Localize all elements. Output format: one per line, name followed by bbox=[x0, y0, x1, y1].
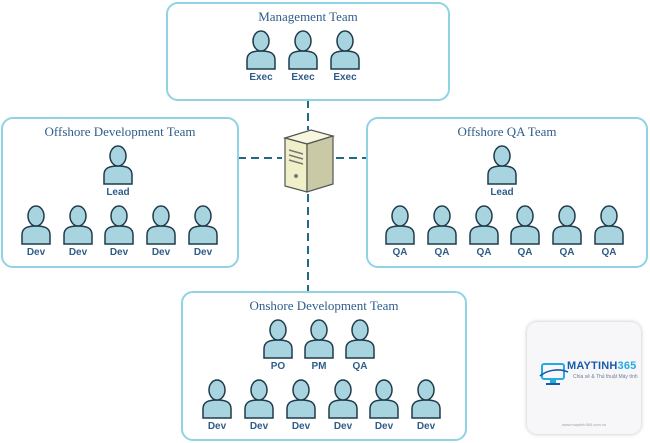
person-label: QA bbox=[517, 247, 533, 258]
dev-person: Dev bbox=[286, 377, 316, 433]
person-icon bbox=[202, 379, 232, 419]
exec-person: Exec bbox=[288, 28, 318, 84]
person-label: QA bbox=[392, 247, 408, 258]
person-icon bbox=[385, 205, 415, 245]
qa-person: QA bbox=[385, 203, 415, 259]
person-label: Dev bbox=[416, 421, 436, 432]
person-label: Dev bbox=[26, 247, 46, 258]
person-icon bbox=[244, 379, 274, 419]
dev-person: Dev bbox=[411, 377, 441, 433]
person-icon bbox=[328, 379, 358, 419]
person-icon bbox=[103, 145, 133, 185]
person-label: Lead bbox=[490, 187, 514, 198]
person-icon bbox=[330, 30, 360, 70]
brand-url: www.maytinh365.com.vn bbox=[561, 422, 607, 427]
person-label: Lead bbox=[106, 187, 130, 198]
offshore-development-team-box: Offshore Development Team Lead Dev Dev D… bbox=[1, 117, 239, 268]
person-label: PO bbox=[270, 361, 286, 372]
dev-person: Dev bbox=[328, 377, 358, 433]
pm-person: PM bbox=[304, 317, 334, 373]
brand-tagline: Chia sẻ & Thủ thuật Máy tính bbox=[573, 374, 638, 380]
onshore-development-team-box: Onshore Development Team PO PM QA Dev De… bbox=[181, 291, 467, 441]
person-label: QA bbox=[601, 247, 617, 258]
person-label: Dev bbox=[151, 247, 171, 258]
lead-person: Lead bbox=[487, 143, 517, 199]
person-icon bbox=[63, 205, 93, 245]
lead-person: Lead bbox=[103, 143, 133, 199]
person-icon bbox=[510, 205, 540, 245]
exec-person: Exec bbox=[246, 28, 276, 84]
qa-person: QA bbox=[552, 203, 582, 259]
dev-person: Dev bbox=[244, 377, 274, 433]
dev-person: Dev bbox=[202, 377, 232, 433]
dev-person: Dev bbox=[369, 377, 399, 433]
person-label: Dev bbox=[374, 421, 394, 432]
person-label: Dev bbox=[291, 421, 311, 432]
person-icon bbox=[345, 319, 375, 359]
person-label: QA bbox=[559, 247, 575, 258]
person-label: Exec bbox=[291, 72, 315, 83]
server-icon bbox=[281, 128, 337, 194]
person-label: Dev bbox=[68, 247, 88, 258]
qa-person: QA bbox=[594, 203, 624, 259]
person-label: Dev bbox=[109, 247, 129, 258]
offshore-qa-team-box: Offshore QA Team Lead QA QA QA QA QA QA bbox=[366, 117, 648, 268]
person-label: Dev bbox=[333, 421, 353, 432]
person-icon bbox=[21, 205, 51, 245]
person-icon bbox=[427, 205, 457, 245]
brand-number: 365 bbox=[617, 360, 637, 372]
person-icon bbox=[286, 379, 316, 419]
person-icon bbox=[487, 145, 517, 185]
person-label: QA bbox=[434, 247, 450, 258]
qa-person: QA bbox=[345, 317, 375, 373]
person-icon bbox=[104, 205, 134, 245]
person-icon bbox=[246, 30, 276, 70]
team-title: Offshore QA Team bbox=[457, 124, 557, 139]
qa-person: QA bbox=[427, 203, 457, 259]
person-label: Exec bbox=[249, 72, 273, 83]
person-icon bbox=[594, 205, 624, 245]
monitor-logo-icon bbox=[539, 360, 569, 388]
dev-person: Dev bbox=[21, 203, 51, 259]
person-icon bbox=[188, 205, 218, 245]
team-title: Management Team bbox=[258, 9, 358, 24]
team-title: Offshore Development Team bbox=[44, 124, 196, 139]
management-team-box: Management Team Exec Exec Exec bbox=[166, 2, 450, 101]
person-label: PM bbox=[311, 361, 327, 372]
person-label: Dev bbox=[193, 247, 213, 258]
person-icon bbox=[369, 379, 399, 419]
person-icon bbox=[411, 379, 441, 419]
brand-name: MAYTINH365 bbox=[567, 360, 636, 372]
exec-person: Exec bbox=[330, 28, 360, 84]
person-icon bbox=[288, 30, 318, 70]
person-label: QA bbox=[476, 247, 492, 258]
person-icon bbox=[146, 205, 176, 245]
person-icon bbox=[552, 205, 582, 245]
person-label: Dev bbox=[249, 421, 269, 432]
dev-person: Dev bbox=[188, 203, 218, 259]
qa-person: QA bbox=[510, 203, 540, 259]
dev-person: Dev bbox=[104, 203, 134, 259]
qa-person: QA bbox=[469, 203, 499, 259]
person-label: Exec bbox=[333, 72, 357, 83]
person-label: QA bbox=[352, 361, 368, 372]
po-person: PO bbox=[263, 317, 293, 373]
watermark-logo: MAYTINH365 Chia sẻ & Thủ thuật Máy tính … bbox=[527, 322, 641, 434]
dev-person: Dev bbox=[146, 203, 176, 259]
person-icon bbox=[263, 319, 293, 359]
team-title: Onshore Development Team bbox=[249, 298, 399, 313]
person-icon bbox=[469, 205, 499, 245]
person-label: Dev bbox=[207, 421, 227, 432]
brand-main: MAYTINH bbox=[567, 360, 618, 372]
person-icon bbox=[304, 319, 334, 359]
dev-person: Dev bbox=[63, 203, 93, 259]
